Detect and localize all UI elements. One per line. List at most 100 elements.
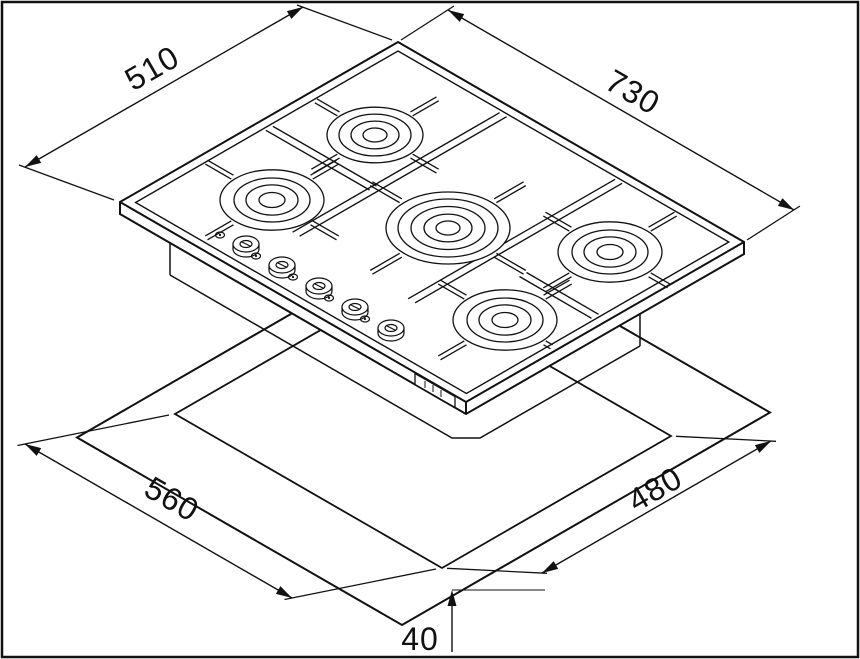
dimension-line <box>447 9 795 211</box>
grid-bar <box>526 271 599 315</box>
knob-indicator-dot <box>218 233 222 237</box>
pan-support-grid <box>265 112 623 319</box>
control-knob <box>287 273 333 300</box>
knob-indicator-icon <box>323 294 335 302</box>
knob-grip <box>348 302 362 312</box>
pan-support-arm <box>543 344 551 350</box>
burner-ring <box>557 221 663 283</box>
pan-support-arm <box>412 153 439 170</box>
pan-support-arm <box>496 252 527 271</box>
burner-ring <box>350 120 400 150</box>
extension-line <box>296 4 393 41</box>
pan-support-arm <box>650 215 678 232</box>
extension-line <box>746 205 801 241</box>
extension-line <box>284 568 437 601</box>
burner-ring <box>233 177 311 223</box>
burner-ring <box>478 304 532 336</box>
pan-support-arm <box>545 211 572 228</box>
pan-support-arm <box>545 340 553 346</box>
extension-line <box>400 5 455 41</box>
pan-support-arm <box>372 181 403 200</box>
grid-bar <box>299 116 507 237</box>
arrowhead <box>448 10 465 22</box>
pan-support-arm <box>310 224 337 241</box>
burner-ring <box>435 220 461 236</box>
pan-support-arm <box>312 163 340 180</box>
burner-ring <box>338 113 412 157</box>
burner-ring <box>326 106 424 164</box>
control-knob <box>359 315 405 342</box>
pan-support-arm <box>542 215 570 232</box>
control-knob <box>323 294 369 321</box>
pan-support-arm <box>410 96 437 113</box>
pan-support-arm <box>372 256 403 275</box>
grid-bar <box>292 112 500 233</box>
extension-line <box>17 414 170 447</box>
pan-support-arm <box>204 163 232 180</box>
extension-line <box>675 435 777 442</box>
burners <box>204 96 678 361</box>
knob-grip <box>312 281 326 291</box>
pan-support-arm <box>316 98 340 113</box>
control-knob <box>214 231 260 258</box>
extension-line <box>18 164 115 201</box>
knob-indicator-icon <box>250 252 262 260</box>
knob-grip <box>384 323 398 333</box>
pan-support-arm <box>437 340 465 357</box>
burner-ring <box>410 205 486 251</box>
pan-support-arm <box>542 272 570 289</box>
knob-indicator-icon <box>359 315 371 323</box>
pan-support-arm <box>545 276 572 293</box>
knob-pointer <box>240 240 252 248</box>
burner-ring <box>452 289 558 351</box>
burner-ring <box>596 243 624 261</box>
cutout-outline <box>173 280 673 570</box>
grid-bar <box>272 125 377 187</box>
knob-pointer <box>276 261 288 269</box>
control-knobs <box>214 231 405 342</box>
pan-support-arm <box>410 157 437 174</box>
arrowhead <box>447 590 457 606</box>
grid-bar <box>265 129 370 191</box>
arrowhead <box>777 198 794 210</box>
knob-pointer <box>313 282 325 290</box>
pan-support-arm <box>440 344 467 361</box>
grid-bar <box>519 275 592 319</box>
pan-support-arm <box>313 157 340 174</box>
arrowhead <box>286 7 303 19</box>
dimension-line <box>541 440 772 574</box>
arrowhead <box>25 444 42 456</box>
brand-badge <box>414 372 456 409</box>
pan-support-arm <box>440 279 467 296</box>
knob-grip <box>239 239 253 249</box>
arrowhead <box>25 155 42 167</box>
knob-indicator-dot <box>363 317 367 321</box>
knob-indicator-icon <box>214 231 226 239</box>
pan-support-arm <box>648 211 675 228</box>
burner-box <box>169 243 641 439</box>
burner <box>204 159 340 241</box>
pan-support-arm <box>312 220 340 237</box>
pan-support-arm <box>369 252 400 271</box>
arrowhead <box>275 586 292 598</box>
burner-ring <box>245 184 299 216</box>
burner <box>542 211 678 293</box>
burner <box>369 181 527 275</box>
pan-support-arm <box>207 159 234 176</box>
burner-ring <box>571 229 649 275</box>
burner-ring <box>466 297 544 343</box>
extension-line <box>446 567 548 574</box>
burner-ring <box>583 236 637 268</box>
pan-support-arm <box>314 102 338 117</box>
burner <box>437 279 573 361</box>
grid-bar <box>414 182 623 304</box>
dimension-label-40: 40 <box>401 621 439 657</box>
pan-support-arm <box>648 276 668 289</box>
pan-support-arm <box>650 272 671 285</box>
pan-support-arm <box>311 153 338 170</box>
pan-support-arm <box>543 279 570 296</box>
knob-grip <box>275 260 289 270</box>
pan-support-arm <box>369 185 400 204</box>
